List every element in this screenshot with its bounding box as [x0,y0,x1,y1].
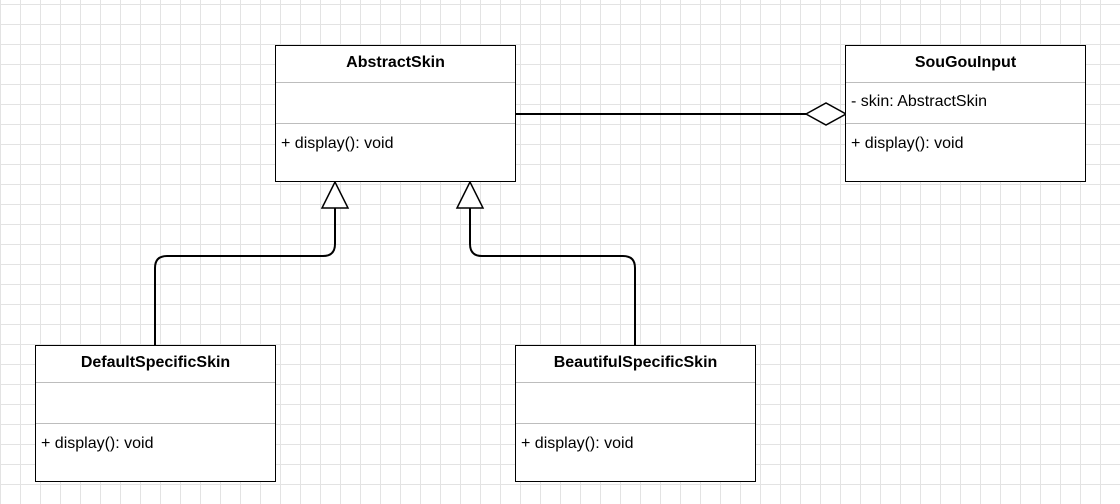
generalization-arrowhead-beautiful [455,180,485,209]
generalization-arrowhead-default [320,180,350,209]
class-name: DefaultSpecificSkin [36,346,275,383]
generalization-line-beautiful-to-abstract [469,208,636,346]
aggregation-diamond [804,102,848,126]
class-beautiful-specific-skin[interactable]: BeautifulSpecificSkin + display(): void [515,345,756,482]
class-name: AbstractSkin [276,46,515,83]
class-name: SouGouInput [846,46,1085,83]
attributes-compartment [276,83,515,124]
operation: + display(): void [281,135,394,152]
attributes-compartment [36,383,275,424]
class-abstract-skin[interactable]: AbstractSkin + display(): void [275,45,516,182]
generalization-line-default-to-abstract [154,208,336,346]
operation: + display(): void [41,435,154,452]
class-sougou-input[interactable]: SouGouInput - skin: AbstractSkin + displ… [845,45,1086,182]
operation: + display(): void [521,435,634,452]
attributes-compartment [516,383,755,424]
operation: + display(): void [851,135,964,152]
attribute: - skin: AbstractSkin [846,83,1085,124]
class-default-specific-skin[interactable]: DefaultSpecificSkin + display(): void [35,345,276,482]
class-name: BeautifulSpecificSkin [516,346,755,383]
